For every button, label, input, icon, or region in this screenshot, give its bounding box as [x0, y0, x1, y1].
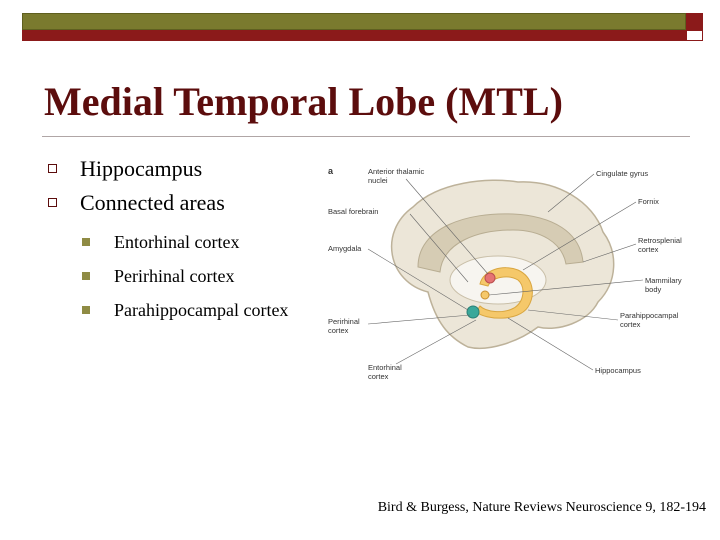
- label-parahippocampal: Parahippocampal: [620, 311, 679, 320]
- citation: Bird & Burgess, Nature Reviews Neuroscie…: [377, 500, 706, 515]
- sub-bullet-item: Perirhinal cortex: [80, 264, 290, 288]
- bullet-item: Connected areas: [44, 186, 334, 220]
- hollow-square-bullet-icon: [48, 198, 57, 207]
- header-square-outline: [686, 30, 703, 41]
- label-perirhinal: Perirhinal: [328, 317, 360, 326]
- mammillary-body-shape: [480, 290, 490, 300]
- header-bar-red: [22, 30, 686, 41]
- sub-bullet-text: Perirhinal cortex: [114, 266, 235, 286]
- sub-bullet-item: Entorhinal cortex: [80, 230, 290, 254]
- label-fornix: Fornix: [638, 197, 659, 206]
- panel-letter: a: [328, 166, 334, 176]
- bullet-list: Hippocampus Connected areas: [44, 152, 334, 220]
- label-retrosplenial: Retrosplenial: [638, 236, 682, 245]
- label-amygdala: Amygdala: [328, 244, 362, 253]
- label-anterior-thalamic-2: nuclei: [368, 176, 388, 185]
- label-perirhinal-2: cortex: [328, 326, 349, 335]
- header-bar-olive: [22, 13, 686, 30]
- sub-bullet-list: Entorhinal cortex Perirhinal cortex Para…: [80, 230, 290, 332]
- label-entorhinal-2: cortex: [368, 372, 389, 381]
- label-retrosplenial-2: cortex: [638, 245, 659, 254]
- thalamic-nucleus-shape: [484, 272, 496, 284]
- filled-square-bullet-icon: [82, 238, 90, 246]
- filled-square-bullet-icon: [82, 306, 90, 314]
- label-hippocampus: Hippocampus: [595, 366, 641, 375]
- title-divider: [42, 136, 690, 137]
- sub-bullet-text: Parahippocampal cortex: [114, 300, 289, 320]
- label-parahippocampal-2: cortex: [620, 320, 641, 329]
- label-cingulate-gyrus: Cingulate gyrus: [596, 169, 648, 178]
- bullet-text: Hippocampus: [80, 156, 203, 181]
- amygdala-shape: [466, 305, 480, 319]
- label-anterior-thalamic: Anterior thalamic: [368, 167, 425, 176]
- leader-lines: [367, 173, 644, 371]
- label-basal-forebrain: Basal forebrain: [328, 207, 378, 216]
- slide-title: Medial Temporal Lobe (MTL): [44, 79, 563, 124]
- bullet-item: Hippocampus: [44, 152, 334, 186]
- sub-bullet-text: Entorhinal cortex: [114, 232, 240, 252]
- label-mammillary-2: body: [645, 285, 662, 294]
- label-mammillary: Mammilary: [645, 276, 682, 285]
- header-square-red: [686, 13, 703, 30]
- label-entorhinal: Entorhinal: [368, 363, 402, 372]
- sub-bullet-item: Parahippocampal cortex: [80, 298, 290, 322]
- bullet-text: Connected areas: [80, 190, 225, 215]
- filled-square-bullet-icon: [82, 272, 90, 280]
- hollow-square-bullet-icon: [48, 164, 57, 173]
- brain-diagram: a Anterior thalamic nuclei Basal forebra…: [328, 166, 682, 381]
